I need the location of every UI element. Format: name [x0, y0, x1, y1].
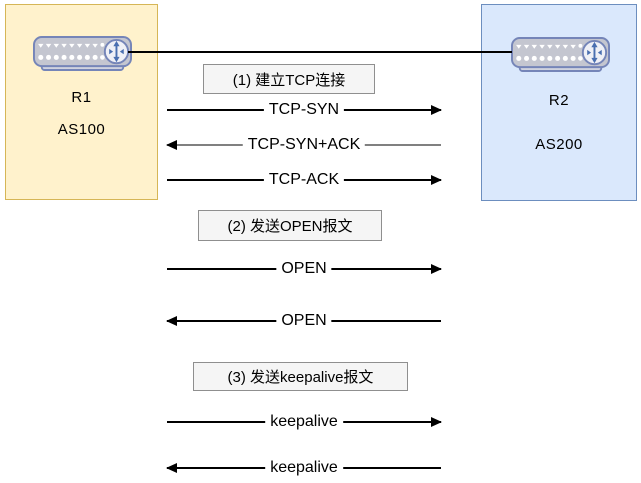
router-icon	[511, 37, 610, 79]
message-label: OPEN	[276, 312, 332, 330]
message-arrow-tcp-syn: TCP-SYN	[167, 101, 442, 119]
arrowhead-left-icon	[166, 140, 177, 150]
message-arrow-tcp-ack: TCP-ACK	[167, 171, 442, 189]
arrowhead-right-icon	[431, 105, 442, 115]
arrowhead-left-icon	[166, 463, 177, 473]
router-node-r1: R1 AS100	[5, 4, 158, 200]
router-node-r2: R2 AS200	[481, 4, 637, 201]
router-name: R2	[548, 92, 570, 109]
arrowhead-right-icon	[431, 175, 442, 185]
arrowhead-left-icon	[166, 316, 177, 326]
step-label-1: (1) 建立TCP连接	[203, 64, 375, 94]
message-label: TCP-SYN	[263, 101, 345, 119]
router-as-number: AS100	[57, 121, 106, 138]
message-arrow-keepalive-right: keepalive	[167, 413, 442, 431]
message-label: keepalive	[265, 413, 343, 431]
message-arrow-open-right: OPEN	[167, 260, 442, 278]
arrowhead-right-icon	[431, 417, 442, 427]
router-icon	[33, 36, 132, 78]
message-label: keepalive	[265, 459, 343, 477]
message-arrow-tcp-syn-ack: TCP-SYN+ACK	[166, 136, 441, 154]
message-label: TCP-SYN+ACK	[242, 136, 366, 154]
router-as-number: AS200	[535, 136, 583, 153]
arrowhead-right-icon	[431, 264, 442, 274]
router-link-line	[128, 51, 512, 53]
step-label-2: (2) 发送OPEN报文	[198, 210, 382, 241]
message-label: OPEN	[276, 260, 332, 278]
message-arrow-open-left: OPEN	[166, 312, 441, 330]
message-label: TCP-ACK	[263, 171, 345, 189]
router-name: R1	[71, 89, 92, 106]
message-arrow-keepalive-left: keepalive	[166, 459, 441, 477]
step-label-3: (3) 发送keepalive报文	[193, 362, 408, 391]
